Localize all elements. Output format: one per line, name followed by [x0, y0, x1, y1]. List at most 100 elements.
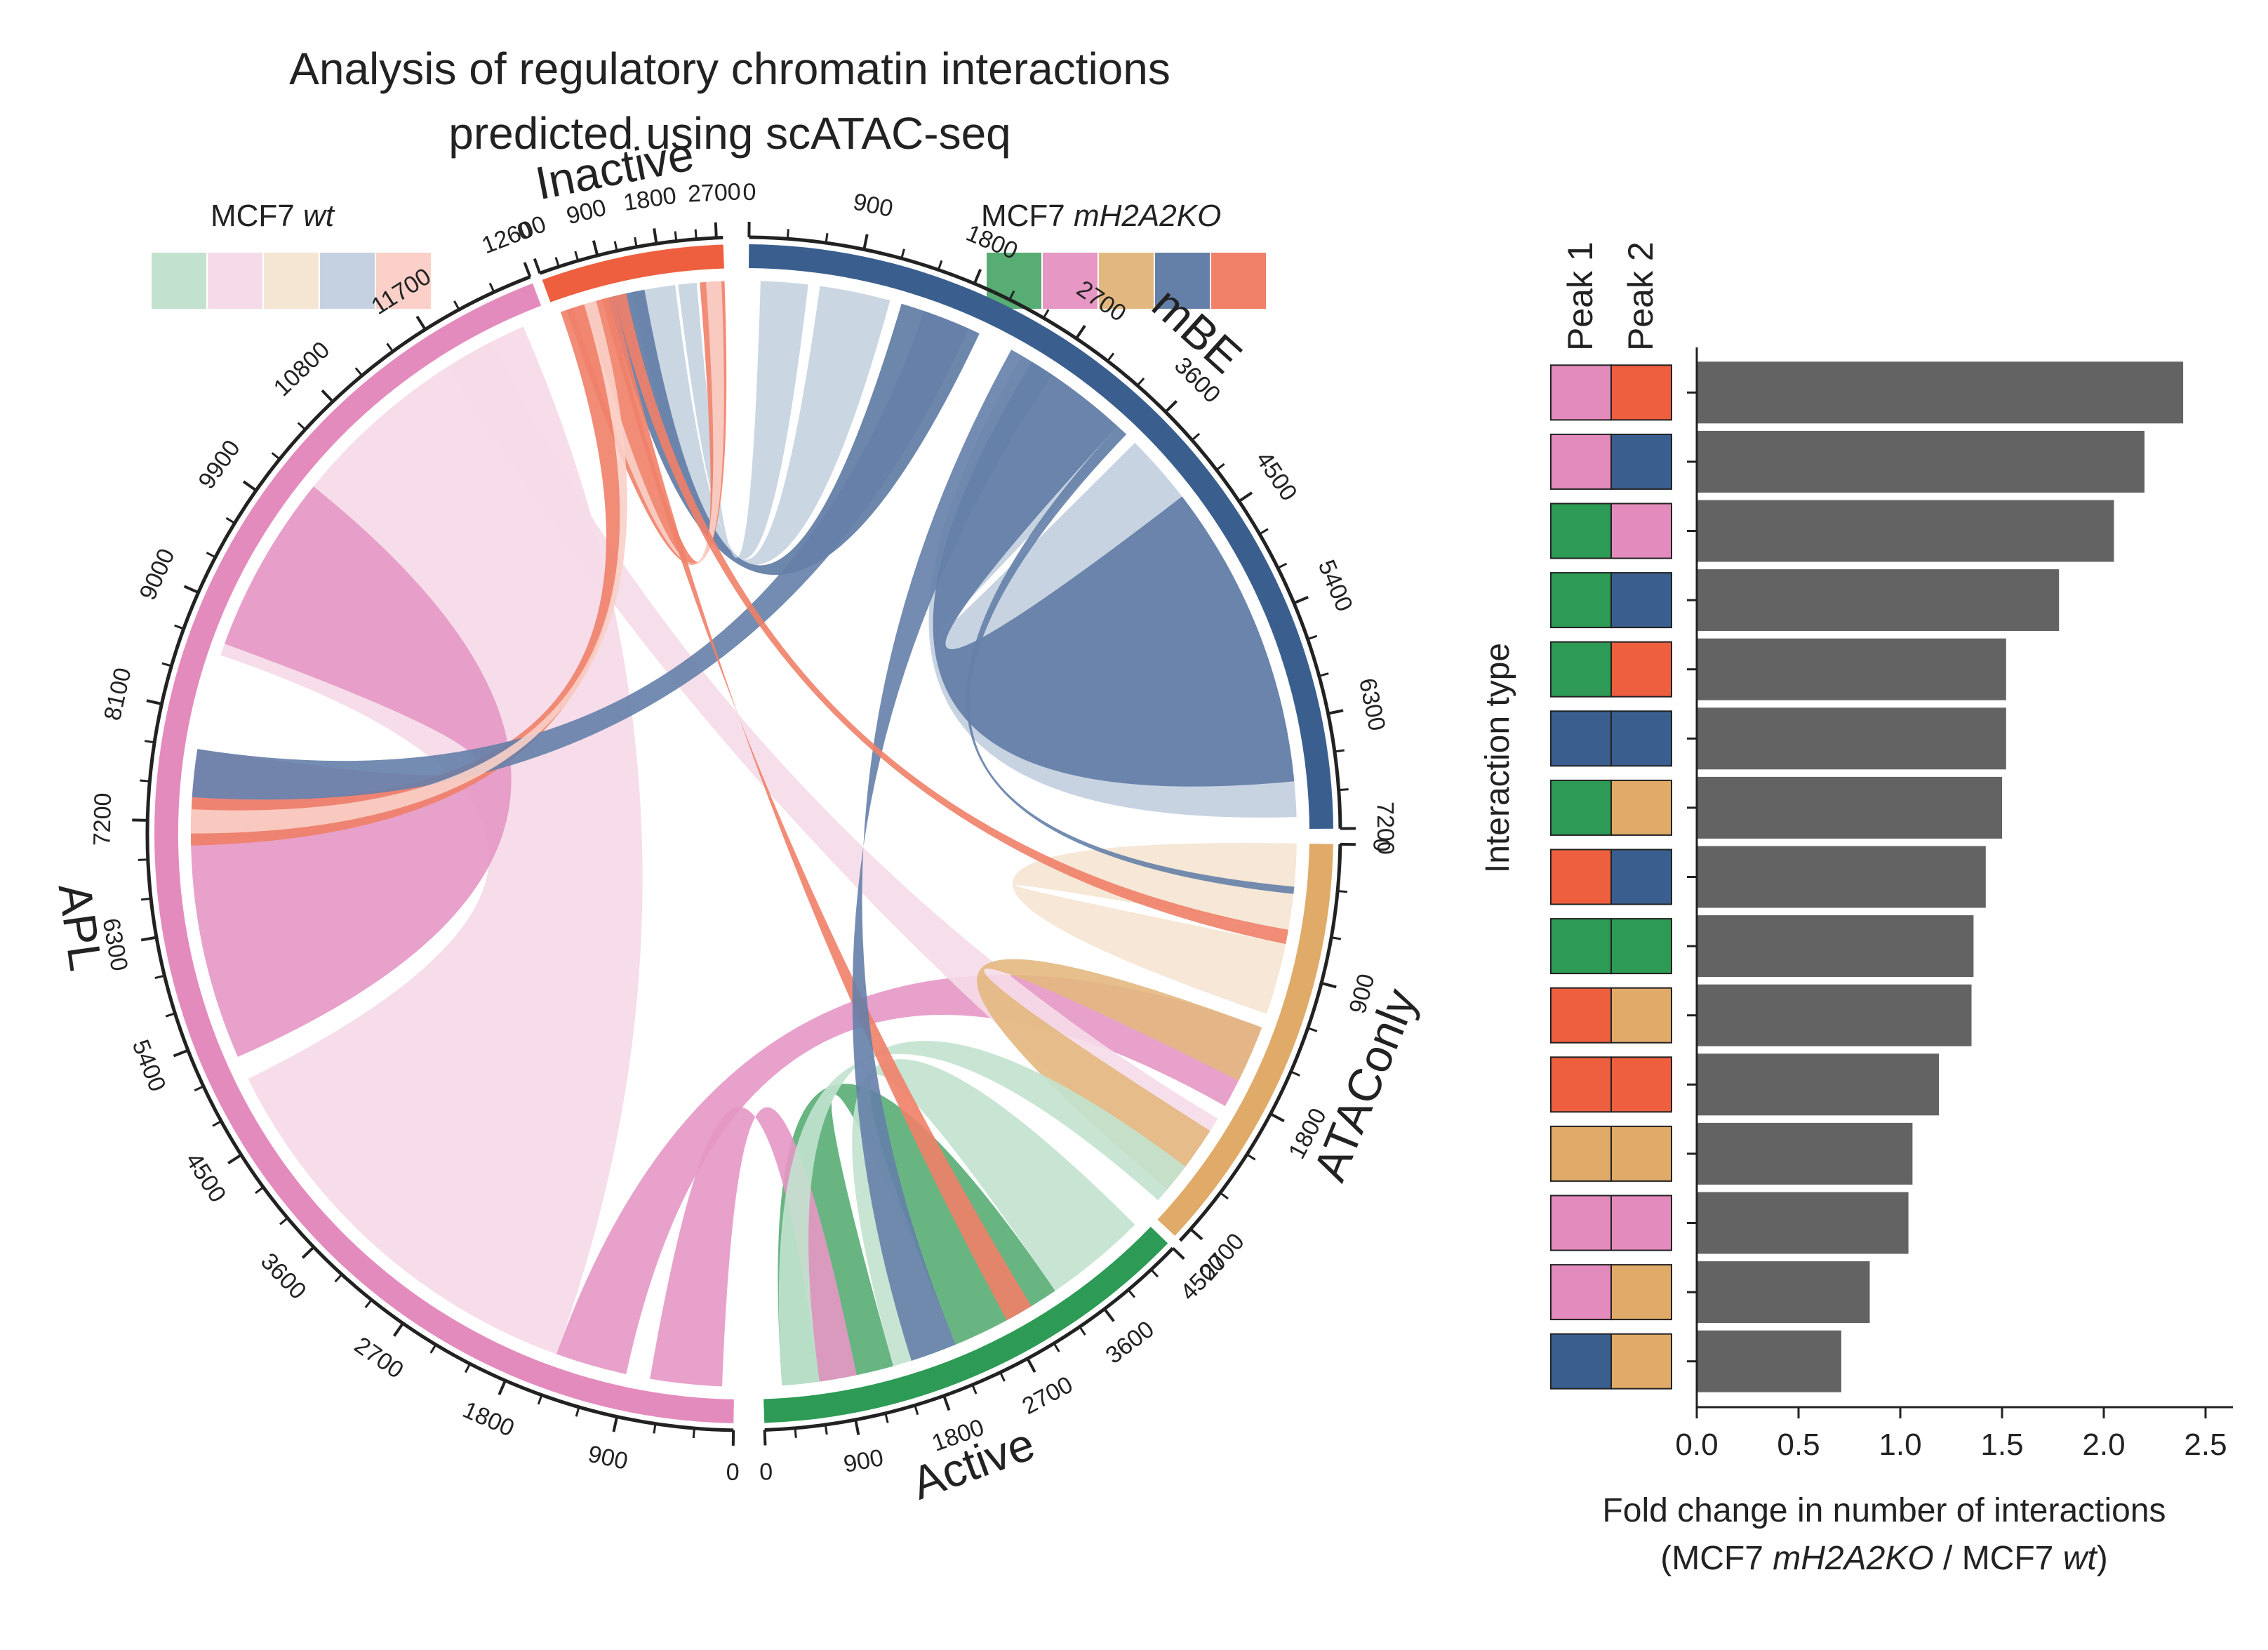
peak2-square [1610, 433, 1672, 490]
peak1-square [1550, 572, 1612, 629]
sector-tick [174, 624, 185, 630]
bar [1697, 776, 2002, 839]
sector-tick-label: 900 [851, 188, 895, 222]
sector-tick [794, 1428, 797, 1438]
sector-axis-line [749, 235, 1342, 829]
legend-ko-swatch [1211, 253, 1266, 309]
sector-tick [1319, 672, 1329, 677]
sector-tick [824, 1424, 828, 1435]
sector-arc-active [763, 1226, 1168, 1423]
x-axis-label-line2: (MCF7 mH2A2KO / MCF7 wt) [1660, 1540, 2107, 1577]
peak1-square [1550, 1125, 1612, 1182]
sector-tick-label: 900 [841, 1444, 886, 1478]
sector-tick [1172, 1247, 1185, 1260]
peak1-square [1550, 503, 1612, 559]
chord-ribbon [1012, 843, 1297, 1014]
sector-tick [1053, 1343, 1060, 1352]
sector-tick [854, 1419, 860, 1435]
sector-tick [574, 251, 580, 261]
sector-tick [533, 258, 542, 274]
legend-ko-swatch [1155, 253, 1210, 309]
sector-tick [255, 1186, 265, 1195]
sector-tick [825, 233, 829, 244]
chord-ribbon [608, 289, 980, 575]
sector-tick-label: 2700 [1018, 1371, 1078, 1420]
peak2-square [1610, 1195, 1672, 1251]
bar [1697, 638, 2006, 700]
legend-ko-swatch [1043, 253, 1098, 309]
x-tick-label: 0.0 [1675, 1428, 1718, 1462]
legend-wt-swatch [208, 253, 262, 309]
sector-tick [1079, 1326, 1086, 1336]
sector-tick [271, 452, 281, 460]
x-axis-label-line1: Fold change in number of interactions [1602, 1492, 2166, 1529]
bar [1697, 984, 1972, 1046]
bar [1697, 430, 2144, 493]
sector-tick [392, 1322, 404, 1337]
sector-tick [301, 1246, 315, 1259]
sector-tick [1334, 749, 1345, 753]
peak1-square [1550, 641, 1612, 698]
sector-tick [674, 231, 678, 241]
sector-tick [1328, 709, 1344, 715]
peak1-square [1550, 918, 1612, 975]
sector-tick [1259, 528, 1269, 535]
sector-tick [862, 234, 869, 250]
sector-tick [1269, 1112, 1285, 1123]
legend-ko-swatch [1099, 253, 1154, 309]
chord-ribbons [191, 281, 1297, 1387]
sector-tick [161, 662, 172, 667]
peak2-square [1610, 710, 1672, 767]
sector-tick-label: 4500 [180, 1148, 232, 1207]
sector-tick-label: 1800 [459, 1397, 519, 1442]
peak2-square [1610, 364, 1672, 421]
peak2-square [1610, 918, 1672, 975]
peak2-square [1610, 572, 1672, 629]
figure-title-line1: Analysis of regulatory chromatin interac… [289, 44, 1170, 94]
sector-tick [1103, 1308, 1115, 1322]
sector-tick [1246, 1153, 1256, 1161]
figure-title-line2: predicted using scATAC-seq [448, 108, 1011, 159]
sector-tick [354, 367, 363, 377]
bar [1697, 1053, 1940, 1116]
bar [1697, 569, 2060, 632]
sector-tick [225, 517, 236, 524]
sector-tick [415, 315, 427, 331]
sector-tick-label: 9900 [193, 435, 246, 494]
sector-tick [692, 1428, 695, 1439]
sector-axis-line [764, 1246, 1175, 1432]
sector-tick [537, 1395, 543, 1405]
legend-wt-swatch [152, 253, 206, 309]
sector-tick [498, 1380, 507, 1396]
sector-tick [1150, 1268, 1159, 1278]
sector-tick [786, 229, 789, 239]
sector-tick [206, 552, 216, 559]
peak1-square [1550, 779, 1612, 836]
bar [1697, 915, 1974, 978]
sector-tick [453, 300, 460, 310]
peak1-square [1550, 849, 1612, 905]
peak2-square [1610, 849, 1672, 905]
sector-tick [386, 342, 394, 352]
peak1-square [1550, 1056, 1612, 1113]
sector-tick [297, 422, 307, 431]
bar [1697, 707, 2006, 770]
sector-tick [914, 1404, 919, 1416]
sector-tick [1189, 1227, 1203, 1241]
sector-tick-label: 0 [726, 1459, 740, 1486]
bar [1697, 1261, 1870, 1324]
chord-ribbon [192, 311, 969, 800]
peak2-square [1610, 987, 1672, 1044]
sector-tick [212, 1120, 222, 1127]
sector-tick [173, 1049, 189, 1058]
sector-tick [937, 260, 943, 271]
sector-tick [1191, 432, 1201, 441]
sector-tick-label: 2700 [687, 178, 741, 207]
sector-tick [488, 282, 495, 293]
sector-tick [334, 1273, 343, 1283]
bar [1697, 361, 2184, 424]
sector-tick-label: 3600 [1101, 1316, 1159, 1369]
sector-tick [154, 974, 165, 979]
